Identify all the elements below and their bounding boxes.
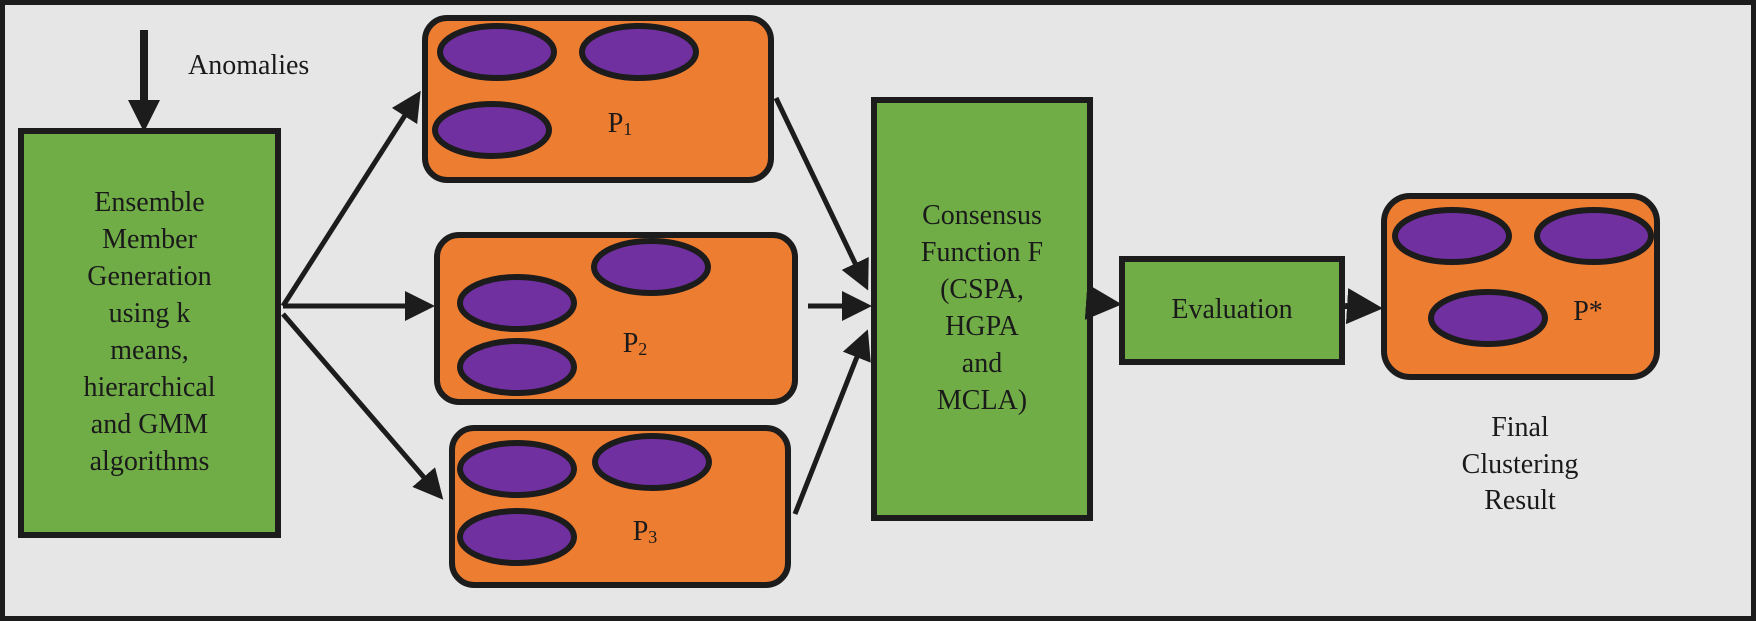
- final-result-caption: Final Clustering Result: [1461, 411, 1579, 517]
- final-result-label: P*: [1573, 295, 1603, 327]
- partition-label-main: P: [632, 515, 649, 547]
- cluster-ellipse: [1392, 207, 1512, 265]
- cluster-ellipse: [592, 433, 712, 491]
- anomalies-label: Anomalies: [188, 49, 310, 81]
- cluster-ellipse: [1428, 289, 1548, 347]
- generation-box: [18, 128, 281, 538]
- cluster-ellipse: [1534, 207, 1654, 265]
- anomalies-arrow-head: [128, 100, 160, 132]
- cluster-ellipse: [457, 274, 577, 332]
- arrow-p3-to-consensus: [792, 329, 871, 515]
- cluster-ellipse: [457, 440, 577, 498]
- arrow-evaluation-to-final: [1344, 288, 1383, 325]
- evaluation-box: [1119, 256, 1345, 365]
- evaluation-label: Evaluation: [1171, 294, 1293, 326]
- cluster-ellipse: [579, 23, 699, 81]
- partition-label-sub: 3: [648, 527, 658, 548]
- arrow-generation-to-p1: [280, 90, 421, 308]
- partition-label-main: P: [607, 107, 624, 139]
- partition-label-main: P: [622, 327, 639, 359]
- partition-label-sub: 2: [638, 339, 648, 360]
- generation-label: Ensemble Member Generation using k means…: [83, 187, 216, 477]
- consensus-box: [871, 97, 1093, 521]
- arrow-p1-to-consensus: [773, 96, 869, 291]
- partition-label-sub: 1: [623, 119, 633, 140]
- cluster-ellipse: [457, 338, 577, 396]
- cluster-ellipse: [591, 238, 711, 296]
- cluster-ellipse: [432, 101, 552, 159]
- arrow-consensus-to-evaluation: [1084, 283, 1122, 320]
- arrow-generation-to-p3: [281, 312, 444, 500]
- cluster-ellipse: [437, 23, 557, 81]
- cluster-ellipse: [457, 508, 577, 566]
- consensus-label: Consensus Function F (CSPA, HGPA and MCL…: [920, 200, 1044, 416]
